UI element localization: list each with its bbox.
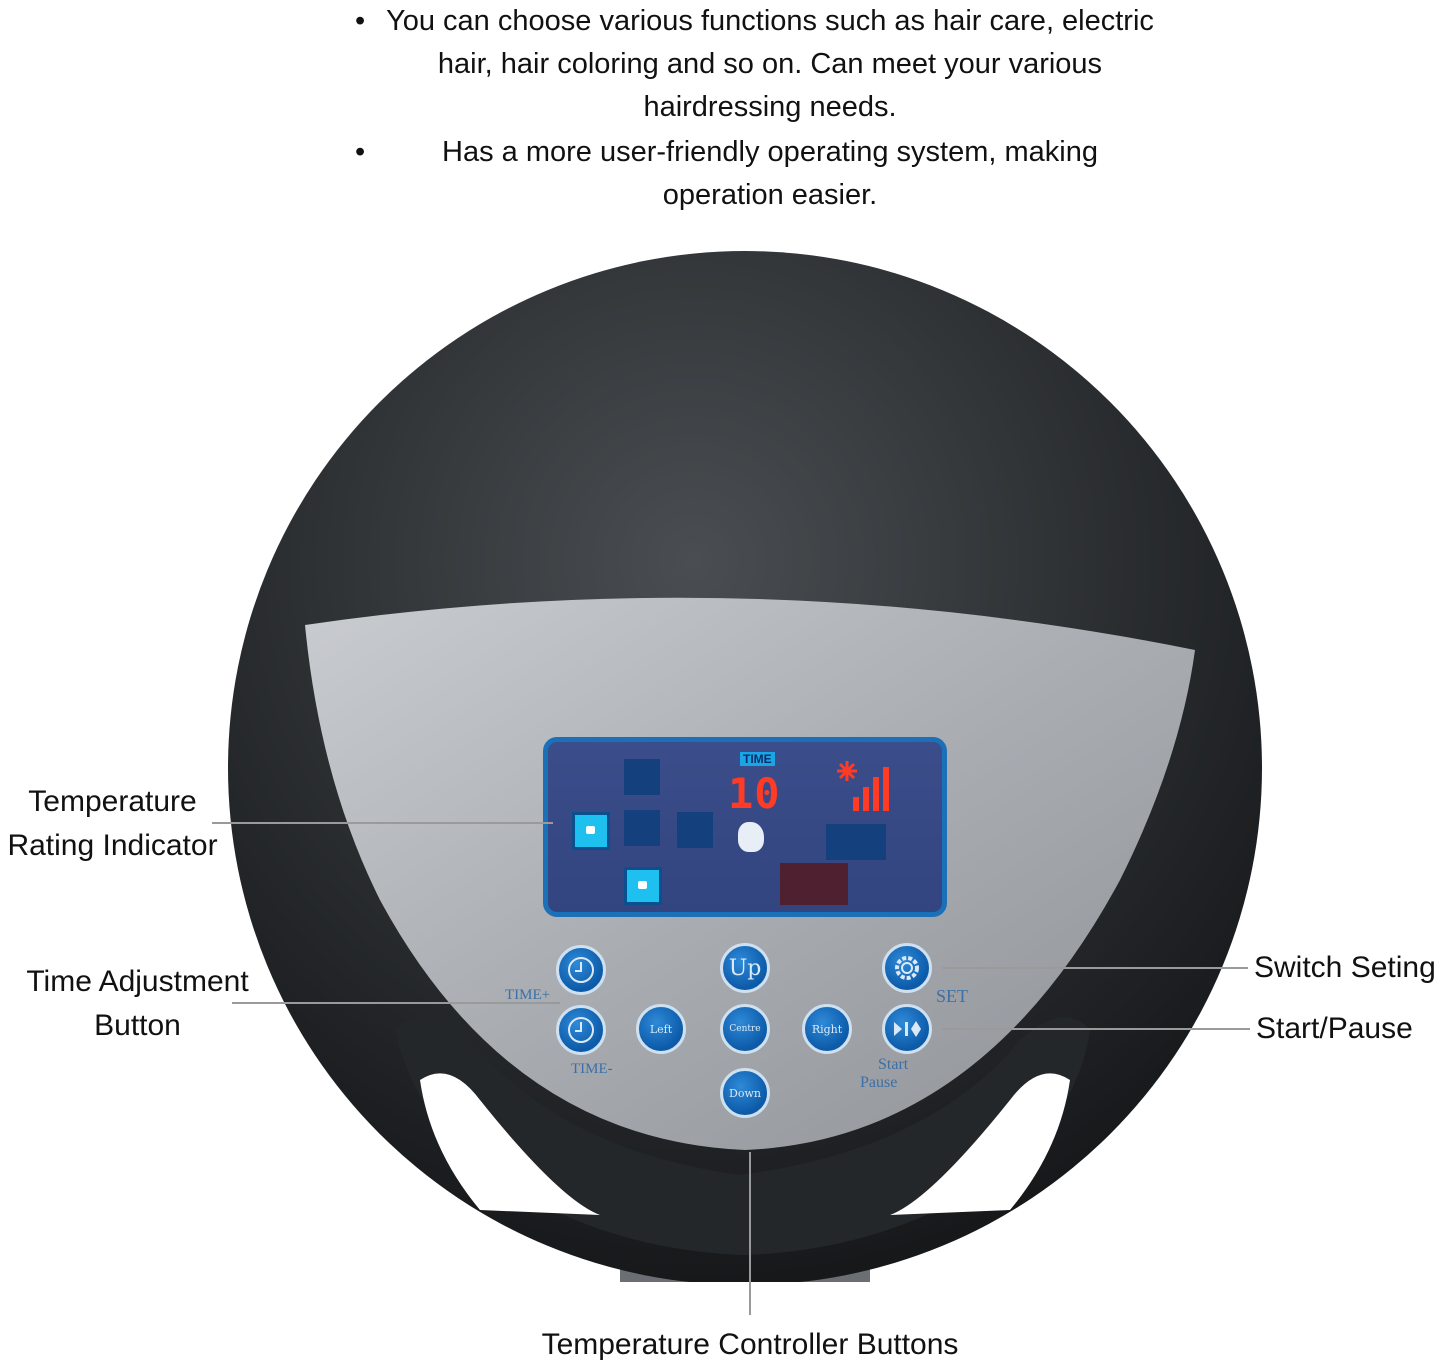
pause-label: Pause: [860, 1074, 898, 1091]
bullet-dot: •: [355, 5, 366, 37]
segment-block: [624, 759, 660, 795]
segment-block: [624, 810, 660, 846]
left-button[interactable]: Left: [636, 1004, 686, 1054]
leader-line: [232, 1002, 560, 1004]
set-button[interactable]: [882, 943, 932, 993]
signal-bars-icon: [853, 767, 889, 811]
time-value: 10: [728, 769, 781, 818]
set-label: SET: [936, 986, 969, 1006]
time-adjustment-callout: Time Adjustment Button: [26, 965, 249, 1042]
start-pause-button[interactable]: [882, 1004, 932, 1054]
fan-icon: [837, 761, 857, 781]
time-minus-label: TIME-: [571, 1061, 613, 1077]
clock-icon: [568, 957, 594, 983]
segment-block: [677, 812, 713, 848]
temperature-rating-callout: Temperature Rating Indicator: [7, 785, 218, 862]
up-button[interactable]: Up: [720, 943, 770, 993]
segment-block: [780, 863, 848, 905]
time-minus-button[interactable]: [556, 1005, 606, 1055]
centre-button[interactable]: Centre: [720, 1004, 770, 1054]
bullet-text: You can choose various functions such as…: [386, 5, 1154, 123]
play-pause-icon: [894, 1021, 921, 1037]
leader-line: [942, 1028, 1250, 1030]
temperature-indicator-icon: [572, 812, 610, 850]
leader-line: [942, 967, 1248, 969]
segment-block: [826, 824, 886, 860]
down-button[interactable]: Down: [720, 1068, 770, 1118]
time-label: TIME: [740, 752, 775, 766]
leader-line: [212, 822, 553, 824]
gear-icon: [895, 956, 919, 980]
bullet-1: • You can choose various functions such a…: [355, 0, 1155, 129]
temperature-indicator-icon: [624, 867, 662, 905]
temperature-controller-callout: Temperature Controller Buttons: [541, 1328, 959, 1361]
bullet-text: Has a more user-friendly operating syste…: [442, 136, 1098, 211]
clock-icon: [568, 1017, 594, 1043]
lcd-display: TIME 10: [543, 737, 947, 917]
leader-line: [749, 1152, 751, 1315]
time-plus-button[interactable]: [556, 945, 606, 995]
head-icon: [738, 822, 764, 852]
bullet-2: • Has a more user-friendly operating syst…: [355, 131, 1155, 217]
time-plus-label: TIME+: [505, 987, 551, 1003]
bullet-dot: •: [355, 136, 366, 168]
start-pause-callout: Start/Pause: [1256, 1012, 1413, 1045]
switch-setting-callout: Switch Seting: [1254, 951, 1436, 984]
right-button[interactable]: Right: [802, 1004, 852, 1054]
feature-bullets: • You can choose various functions such a…: [355, 0, 1155, 217]
start-label: Start: [878, 1056, 909, 1073]
